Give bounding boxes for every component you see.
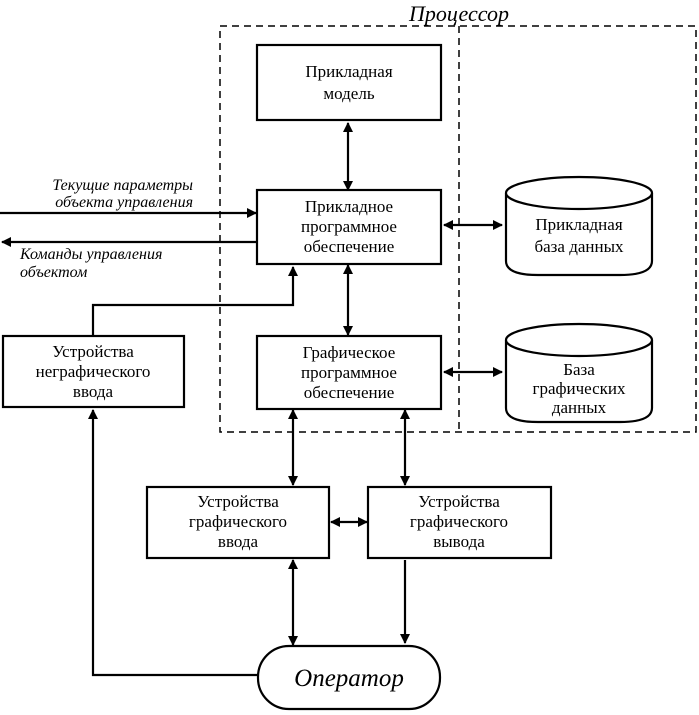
svg-text:объектом: объектом [20, 264, 87, 281]
svg-text:База: База [563, 360, 595, 379]
svg-text:графического: графического [410, 512, 508, 531]
svg-text:Текущие параметры: Текущие параметры [52, 177, 193, 194]
svg-text:Прикладная: Прикладная [305, 62, 392, 81]
block-graphic-output: Устройства графического вывода [366, 485, 553, 560]
block-nongraphic-input: Устройства неграфического ввода [1, 334, 186, 409]
svg-text:неграфического: неграфического [36, 362, 151, 381]
svg-text:ввода: ввода [218, 532, 259, 551]
block-graphics-software: Графическое программное обеспечение [255, 334, 443, 411]
svg-text:модель: модель [323, 84, 374, 103]
svg-text:обеспечение: обеспечение [304, 383, 395, 402]
svg-text:программное: программное [301, 217, 397, 236]
svg-text:объекта управления: объекта управления [55, 194, 193, 211]
connectors [0, 122, 503, 677]
block-operator: Оператор [256, 644, 442, 711]
svg-text:Графическое: Графическое [303, 343, 396, 362]
svg-text:Устройства: Устройства [197, 492, 279, 511]
operator-nongraphic-link [88, 409, 258, 677]
processor-title: Процессор [408, 1, 509, 26]
processor-boundary: Процессор [219, 1, 697, 433]
svg-text:программное: программное [301, 363, 397, 382]
block-graphic-input: Устройства графического ввода [145, 485, 331, 560]
svg-text:обеспечение: обеспечение [304, 237, 395, 256]
svg-text:Оператор: Оператор [294, 665, 404, 692]
nongraphic-input-link [91, 266, 298, 335]
block-graphics-database: База графических данных [504, 322, 654, 424]
svg-text:графических: графических [532, 379, 626, 398]
svg-text:Команды управления: Команды управления [19, 246, 162, 263]
svg-text:база данных: база данных [534, 237, 624, 256]
svg-text:ввода: ввода [73, 382, 114, 401]
svg-text:Прикладное: Прикладное [305, 197, 393, 216]
control-commands-label: Команды управления объектом [19, 246, 162, 281]
block-app-model: Прикладная модель [255, 43, 443, 122]
block-app-software: Прикладное программное обеспечение [255, 188, 443, 266]
block-app-database: Прикладная база данных [504, 175, 654, 277]
svg-text:Прикладная: Прикладная [535, 215, 622, 234]
current-params-label: Текущие параметры объекта управления [52, 177, 193, 211]
svg-text:данных: данных [552, 398, 607, 417]
svg-text:Устройства: Устройства [418, 492, 500, 511]
svg-text:Устройства: Устройства [52, 342, 134, 361]
svg-text:вывода: вывода [433, 532, 485, 551]
svg-text:графического: графического [189, 512, 287, 531]
